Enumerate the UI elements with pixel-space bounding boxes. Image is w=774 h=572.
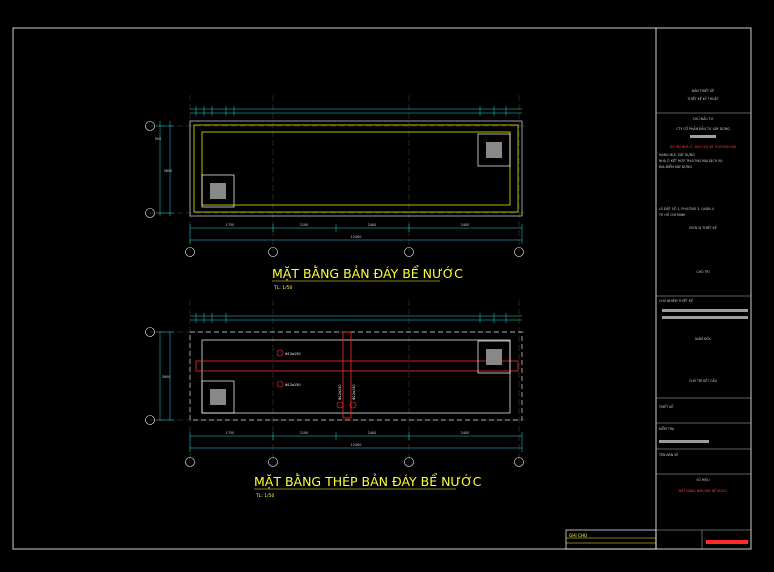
notes-box: GHI CHÚ <box>565 529 657 550</box>
tb-sheet-title-red: MẶT BẰNG BẢN ĐÁY BỂ NƯỚC <box>679 488 728 493</box>
tb-project-red: DỰ ÁN NHÀ Ở, DỊCH VỤ VÀ THƯƠNG MẠI <box>670 144 736 149</box>
plan-1-side-dim-2: 900 <box>155 137 161 141</box>
tb-sheet-no-red-bar <box>706 540 748 544</box>
tb-role-4: KIỂM TRA <box>659 426 675 431</box>
plan-2-rebar-tag-1: Φ12a150 <box>285 352 301 356</box>
plan-2-rebar-tag-2: Φ12a150 <box>285 383 301 387</box>
tb-project-line-3: ĐỊA ĐIỂM XÂY DỰNG <box>659 164 692 169</box>
plan-2-left-dims <box>156 331 174 421</box>
plan-1-grid-bubbles <box>145 121 524 257</box>
tb-signature-bar-3 <box>659 440 709 443</box>
plan-2-rebar-tag-4: Φ12a150 <box>352 384 356 400</box>
plan-2-opening-bottom-left <box>201 380 235 414</box>
tb-owner-logo-bar <box>690 135 716 138</box>
plan-2-opening-top-right <box>477 340 511 374</box>
tb-owner-label: CHỦ ĐẦU TƯ <box>693 116 714 121</box>
plan-1-opening-top-right <box>477 133 511 167</box>
notes-label: GHI CHÚ <box>569 533 587 538</box>
plan-2-dim-1: 1750 <box>226 431 235 435</box>
tb-sheet-no-label: SỐ HIỆU <box>696 477 710 482</box>
plan-2-title: MẶT BẰNG THÉP BẢN ĐÁY BỂ NƯỚC <box>254 473 482 489</box>
plan-2-wall-inner <box>201 339 511 414</box>
tb-address-1: LÔ ĐẤT SỐ 1, PHƯỜNG 5, QUẬN 4 <box>659 206 714 211</box>
plan-1-top-dims <box>190 106 522 116</box>
tb-owner-line: CTY CỔ PHẦN ĐẦU TƯ XÂY DỰNG <box>676 126 730 131</box>
tb-address-2: TP. HỒ CHÍ MINH <box>658 212 686 217</box>
tb-project-line-1: HẠNG MỤC XÂY DỰNG <box>659 152 695 157</box>
plan-1-dim-3: 2400 <box>368 223 377 227</box>
plan-1-slab-outline <box>189 120 523 217</box>
tb-stamp-label: CHỦ TRÌ <box>696 269 709 274</box>
plan-1-bottom-dims <box>189 224 523 244</box>
tb-role-1: CHỦ NHIỆM THIẾT KẾ <box>659 297 694 303</box>
plan-2-dim-overall: 12400 <box>351 443 362 447</box>
tb-role-2: CHỦ TRÌ KẾT CẤU <box>689 377 718 383</box>
plan-2-grid-bubbles <box>145 327 524 467</box>
tb-director-label: GIÁM ĐỐC <box>695 336 712 341</box>
plan-1-opening-bottom-left <box>201 174 235 208</box>
tb-role-3: THIẾT KẾ <box>658 403 674 409</box>
plan-2-bottom-dims <box>189 432 523 452</box>
plan-2-slab-outline <box>189 331 523 421</box>
plan-2-scale: TL: 1/50 <box>255 493 274 499</box>
plan-2-dim-2: 2100 <box>300 431 309 435</box>
plan-1-dim-overall: 12400 <box>351 235 362 239</box>
tb-header-2: THIẾT KẾ KỸ THUẬT <box>686 95 718 101</box>
plan-2-dim-3: 2400 <box>368 431 377 435</box>
plan-1-dim-2: 2100 <box>300 223 309 227</box>
plan-2-rebar-strips <box>195 331 519 419</box>
tb-header-1: BẢN THIẾT KẾ <box>692 87 715 93</box>
plan-1-wall-outer <box>193 124 519 213</box>
plan-2-top-dims <box>190 313 522 323</box>
plan-1-grid-lines <box>150 95 528 252</box>
sheet-border <box>12 27 752 550</box>
tb-signature-bar-1 <box>662 309 748 312</box>
plan-1-side-dim-1: 3600 <box>164 169 173 173</box>
tb-sheet-title-label: TÊN BẢN VẼ <box>658 452 678 457</box>
tb-designer-label: ĐƠN VỊ THIẾT KẾ <box>689 224 717 230</box>
tb-signature-bar-2 <box>662 316 748 319</box>
plan-1-dim-4: 2400 <box>461 223 470 227</box>
plan-1-dim-1: 1750 <box>226 223 235 227</box>
title-block: BẢN THIẾT KẾ THIẾT KẾ KỸ THUẬT CHỦ ĐẦU T… <box>656 87 751 549</box>
plan-2-slab-rebar: Φ12a150 Φ12a150 Φ12a150 Φ12a150 1750 2 <box>145 300 528 499</box>
plan-2-rebar-tag-3: Φ12a150 <box>338 384 342 400</box>
plan-1-wall-inner <box>201 131 511 206</box>
plan-2-dim-4: 2400 <box>461 431 470 435</box>
plan-2-side-dim-1: 3600 <box>162 375 171 379</box>
plan-1-title: MẶT BẰNG BẢN ĐÁY BỂ NƯỚC <box>272 265 463 281</box>
tb-project-line-2: NHÀ Ở KẾT HỢP THƯƠNG MẠI DỊCH VỤ <box>659 157 723 163</box>
plan-1-bottom-slab: 1750 2100 2400 2400 12400 3600 900 MẶT B… <box>145 95 528 291</box>
plan-1-scale: TL: 1/50 <box>273 285 292 291</box>
plan-2-rebar-markers <box>276 349 357 409</box>
plan-1-left-dims <box>156 121 174 216</box>
